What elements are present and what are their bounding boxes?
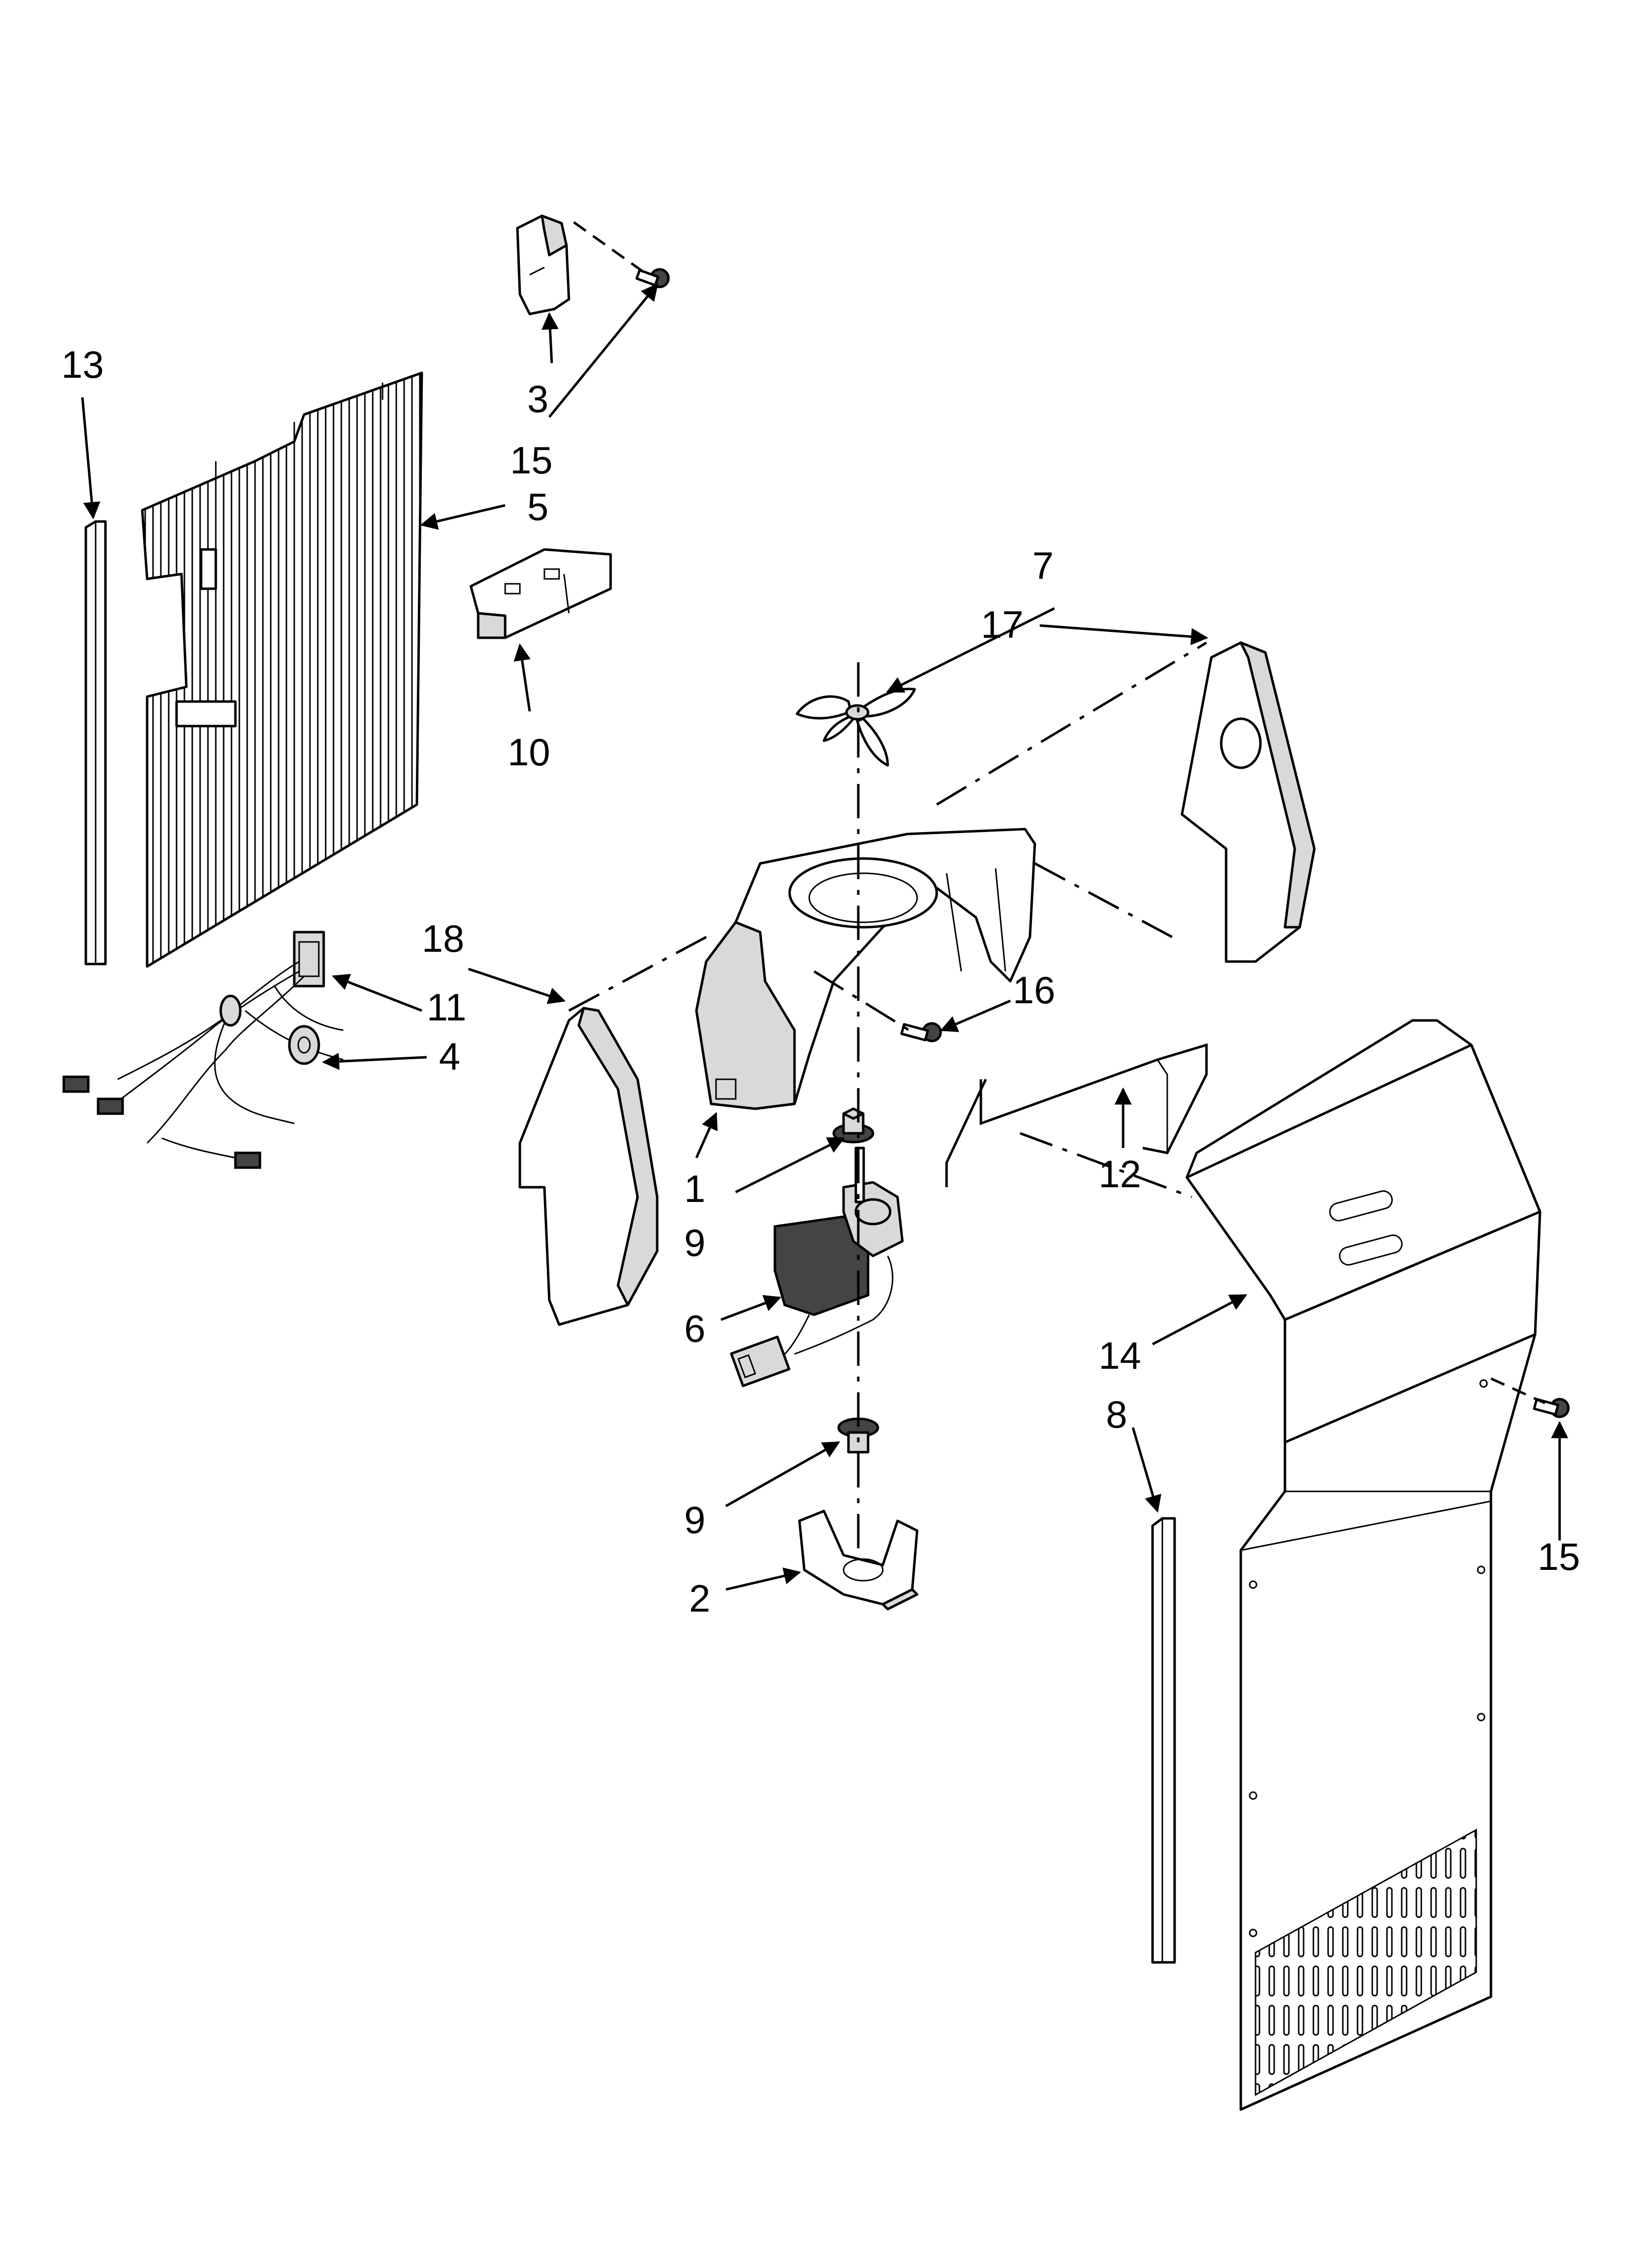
part-2-motor-bracket bbox=[798, 1510, 919, 1611]
part-7-fan-blade bbox=[795, 687, 916, 767]
callout-10: 10 bbox=[508, 730, 550, 774]
callout-9-lower: 9 bbox=[684, 1498, 705, 1541]
part-15-screw-top bbox=[635, 268, 670, 288]
callout-9-upper: 9 bbox=[684, 1221, 705, 1264]
callout-12: 12 bbox=[1099, 1152, 1141, 1196]
callout-13: 13 bbox=[61, 343, 104, 386]
part-10-bracket bbox=[469, 548, 612, 639]
callout-17: 17 bbox=[981, 603, 1024, 646]
callout-7: 7 bbox=[1032, 544, 1053, 587]
part-9-grommet-upper bbox=[832, 1107, 874, 1144]
part-14-diffuser-cover bbox=[1185, 1019, 1541, 2111]
part-4-grommet bbox=[288, 1025, 320, 1065]
part-12-wire-bracket bbox=[945, 1043, 1208, 1187]
part-11-wire-harness bbox=[62, 931, 344, 1169]
callout-1: 1 bbox=[684, 1167, 705, 1210]
callout-8: 8 bbox=[1106, 1393, 1127, 1436]
callout-14: 14 bbox=[1099, 1334, 1141, 1377]
callout-labels: 13 3 15 5 10 7 17 18 11 4 16 12 1 9 6 14… bbox=[61, 343, 1580, 1620]
part-17-insulation-right bbox=[1180, 641, 1316, 963]
part-6-fan-motor bbox=[730, 1147, 904, 1387]
callout-15-top: 15 bbox=[510, 439, 553, 482]
part-5-evaporator-cover bbox=[141, 371, 423, 968]
part-1-fan-housing bbox=[695, 828, 1036, 1110]
part-16-screw bbox=[900, 1022, 942, 1043]
callout-3: 3 bbox=[527, 377, 548, 420]
callout-5: 5 bbox=[527, 485, 548, 528]
part-15-screw-right bbox=[1533, 1398, 1570, 1418]
callout-18: 18 bbox=[422, 917, 464, 960]
part-3-damper-housing bbox=[516, 214, 570, 315]
leader-arrows bbox=[81, 283, 1568, 1591]
callout-2: 2 bbox=[689, 1577, 710, 1620]
callout-16: 16 bbox=[1013, 968, 1055, 1012]
callout-11: 11 bbox=[427, 986, 466, 1029]
part-18-insulation-left bbox=[518, 1007, 659, 1326]
callout-15-right: 15 bbox=[1538, 1535, 1580, 1578]
callout-4: 4 bbox=[439, 1035, 460, 1078]
part-13-gasket-strip bbox=[84, 520, 107, 965]
assembly-lines bbox=[568, 221, 1546, 1560]
part-8-gasket-strip bbox=[1151, 1517, 1176, 1964]
callout-6: 6 bbox=[684, 1307, 705, 1350]
